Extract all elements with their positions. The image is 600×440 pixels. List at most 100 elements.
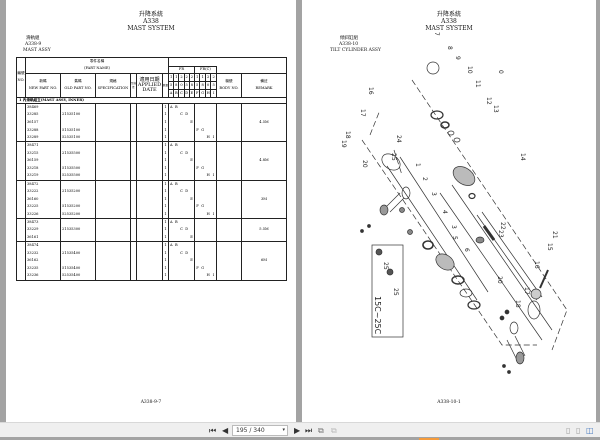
two-page-icon[interactable]: ◫ bbox=[586, 426, 594, 435]
no-cell bbox=[16, 234, 26, 243]
new-part-no: 38473 bbox=[25, 218, 61, 227]
fr-code-cell bbox=[178, 272, 185, 281]
callout-number: 9 bbox=[454, 56, 461, 60]
applied-date-cell bbox=[136, 188, 163, 196]
fr-code-cell bbox=[210, 249, 217, 258]
first-page-icon[interactable]: ⏮ bbox=[209, 426, 217, 435]
fr-code-cell bbox=[167, 226, 174, 235]
no-cell bbox=[16, 118, 26, 127]
old-part-no: 52535500 bbox=[60, 172, 96, 181]
old-part-no bbox=[60, 141, 96, 150]
fr-code-cell bbox=[193, 157, 200, 165]
fr-code-cell bbox=[189, 165, 195, 173]
applied-date-cell bbox=[136, 126, 163, 135]
fr-code-cell bbox=[184, 241, 190, 250]
new-part-no: 36160 bbox=[25, 195, 61, 204]
page-number-input[interactable]: 195 / 340▾ bbox=[232, 425, 288, 436]
page-footer: A338-9-7 bbox=[140, 400, 162, 405]
fr-code-cell bbox=[193, 272, 200, 281]
no-cell bbox=[16, 149, 26, 158]
body-no-cell bbox=[215, 141, 242, 181]
fr-code-cell: B bbox=[173, 218, 179, 227]
fr-code-cell: F bbox=[193, 203, 200, 212]
subtitle-en: MAST ASSY bbox=[23, 48, 51, 53]
fr-code-cell bbox=[199, 218, 206, 227]
fr-code-cell bbox=[189, 218, 195, 227]
left-page: 升降系統 A338 MAST SYSTEM 滑軌組 A338-9 MAST AS… bbox=[6, 0, 296, 422]
old-part-no: 51535400 bbox=[60, 264, 96, 273]
new-part-no: 36157 bbox=[25, 118, 61, 127]
body-no-cell bbox=[215, 179, 242, 220]
applied-date-cell bbox=[136, 111, 163, 119]
new-part-no: 33285 bbox=[25, 111, 61, 119]
next-page-icon[interactable]: ▶ bbox=[294, 426, 301, 435]
subtitle-code: A338-10 bbox=[339, 42, 359, 47]
fr-code-cell bbox=[193, 149, 200, 158]
fr-code-cell: C bbox=[180, 227, 183, 232]
fr-code-cell: A bbox=[167, 241, 174, 250]
old-part-no: 21535100 bbox=[60, 111, 96, 119]
fr-code-cell bbox=[167, 118, 174, 127]
callout-number: 1 bbox=[414, 163, 421, 167]
callout-number: 12 bbox=[485, 97, 492, 105]
title-code: A338 bbox=[441, 18, 457, 25]
old-part-no: 21535300 bbox=[60, 226, 96, 235]
fr-code-cell bbox=[178, 179, 185, 189]
inset-box bbox=[371, 244, 404, 338]
fr-code-cell bbox=[189, 249, 195, 258]
spec-cell bbox=[95, 102, 131, 143]
copy-icon[interactable]: ⧉ bbox=[318, 426, 324, 435]
callout-number: 21 bbox=[551, 231, 558, 239]
fr-code-cell bbox=[189, 141, 195, 150]
fr-code-cell bbox=[193, 249, 200, 258]
callout-number: 18 bbox=[344, 131, 351, 139]
fr-code-cell bbox=[167, 188, 174, 196]
fr-code-cell bbox=[193, 195, 200, 204]
fr-code-cell bbox=[205, 218, 211, 227]
last-page-icon[interactable]: ⏭ bbox=[305, 426, 313, 435]
prev-page-icon[interactable]: ◀ bbox=[222, 426, 229, 435]
new-part-no: 33288 bbox=[25, 126, 61, 135]
no-cell bbox=[16, 165, 26, 173]
applied-date-cell bbox=[136, 211, 163, 220]
paste-icon[interactable]: ⧉ bbox=[331, 426, 337, 435]
dropdown-icon[interactable]: ▾ bbox=[282, 427, 285, 433]
old-part-no bbox=[60, 118, 96, 127]
single-page-icon[interactable]: ▯ bbox=[566, 426, 571, 435]
part-name-header: 零件名稱(PART NAME) bbox=[25, 57, 169, 74]
fr-code-cell bbox=[210, 111, 217, 119]
applied-date-cell bbox=[136, 218, 163, 227]
callout-number: 6 bbox=[463, 248, 470, 252]
fr-code-cell: A bbox=[167, 218, 174, 227]
fr-code-cell bbox=[189, 264, 195, 273]
new-part-no: 33225 bbox=[25, 203, 61, 212]
fr-code-cell: B bbox=[173, 103, 179, 112]
applied-date-cell bbox=[136, 264, 163, 273]
no-cell bbox=[16, 172, 26, 181]
continuous-page-icon[interactable]: ▯ bbox=[576, 426, 581, 435]
remark-cell: 3M bbox=[240, 179, 288, 220]
fr-code-cell bbox=[210, 149, 217, 158]
applied-date-cell bbox=[136, 172, 163, 181]
fr-code-cell bbox=[193, 111, 200, 119]
applied-date-cell bbox=[136, 141, 163, 150]
spec-cell bbox=[95, 218, 131, 243]
inset-label: 25 bbox=[392, 288, 399, 296]
fr-code-cell bbox=[210, 126, 217, 135]
fr-code-cell: G bbox=[201, 165, 205, 170]
fr-code-cell: G bbox=[201, 204, 205, 209]
title-code: A338 bbox=[143, 18, 159, 25]
fr-code-cell bbox=[199, 272, 206, 281]
fr-code-cell bbox=[167, 126, 174, 135]
fr-code-cell bbox=[199, 103, 206, 112]
old-part-no bbox=[60, 157, 96, 165]
fr-code-cell bbox=[189, 149, 195, 158]
applied-date-cell bbox=[136, 134, 163, 143]
applied-date-cell bbox=[136, 179, 163, 189]
